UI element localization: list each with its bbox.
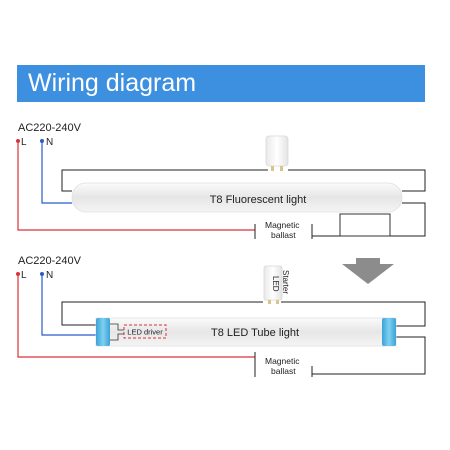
- bottom-voltage-label: AC220-240V: [18, 255, 82, 267]
- bottom-starter-pin-left: [268, 300, 271, 304]
- top-voltage-label: AC220-240V: [18, 122, 82, 134]
- bottom-ballast-label-2: ballast: [271, 366, 296, 376]
- bottom-live-label: L: [21, 270, 27, 281]
- top-ballast-label-2: ballast: [271, 230, 296, 240]
- bottom-starter-pin-right: [276, 300, 279, 304]
- bottom-tube-cap-left: [96, 318, 110, 346]
- bottom-circuit: AC220-240V L N LED Starter LED driver T8…: [16, 255, 426, 377]
- top-fluorescent-tube: [71, 182, 403, 213]
- bottom-led-starter: [263, 265, 283, 301]
- top-live-label: L: [21, 137, 27, 148]
- top-starter-pin-right: [280, 166, 283, 171]
- bottom-live-terminal: [16, 272, 20, 276]
- bottom-ballast-label-1: Magnetic: [265, 356, 300, 366]
- bottom-tube-label: T8 LED Tube light: [211, 327, 299, 339]
- bottom-led-tube: [95, 317, 397, 347]
- bottom-driver-wire-bottom: [110, 333, 124, 341]
- top-wire-left-to-starter: [61, 169, 268, 192]
- bottom-starter-label-1: LED: [271, 276, 280, 292]
- bottom-starter-label-2: Starter: [281, 270, 290, 294]
- top-starter: [265, 135, 289, 167]
- top-ballast-label-1: Magnetic: [265, 220, 300, 230]
- top-neutral-wire: [41, 143, 72, 204]
- bottom-neutral-label: N: [46, 270, 53, 281]
- bottom-neutral-wire: [41, 276, 96, 336]
- down-arrow-icon: [342, 258, 394, 284]
- bottom-live-wire: [17, 276, 255, 358]
- bottom-led-driver-box: [123, 324, 167, 339]
- bottom-tube-cap-right: [382, 318, 396, 346]
- top-neutral-terminal: [40, 139, 44, 143]
- title-banner: Wiring diagram: [17, 65, 425, 102]
- page-title: Wiring diagram: [28, 69, 197, 97]
- bottom-neutral-terminal: [40, 272, 44, 276]
- bottom-wire-left-to-starter: [61, 301, 263, 326]
- top-live-wire: [17, 143, 255, 231]
- top-neutral-label: N: [46, 137, 53, 148]
- top-starter-pin-left: [271, 166, 274, 171]
- bottom-led-driver-label: LED driver: [127, 328, 163, 337]
- bottom-wire-right-to-ballast: [312, 336, 426, 375]
- bottom-driver-wire-top: [110, 323, 124, 331]
- top-wire-starter-to-right: [288, 169, 426, 192]
- top-ballast-box: [339, 213, 391, 237]
- top-circuit: AC220-240V L N T8 Fluorescent light Magn…: [16, 122, 426, 240]
- bottom-wire-starter-to-right: [281, 301, 426, 327]
- top-live-terminal: [16, 139, 20, 143]
- top-tube-label: T8 Fluorescent light: [210, 194, 307, 206]
